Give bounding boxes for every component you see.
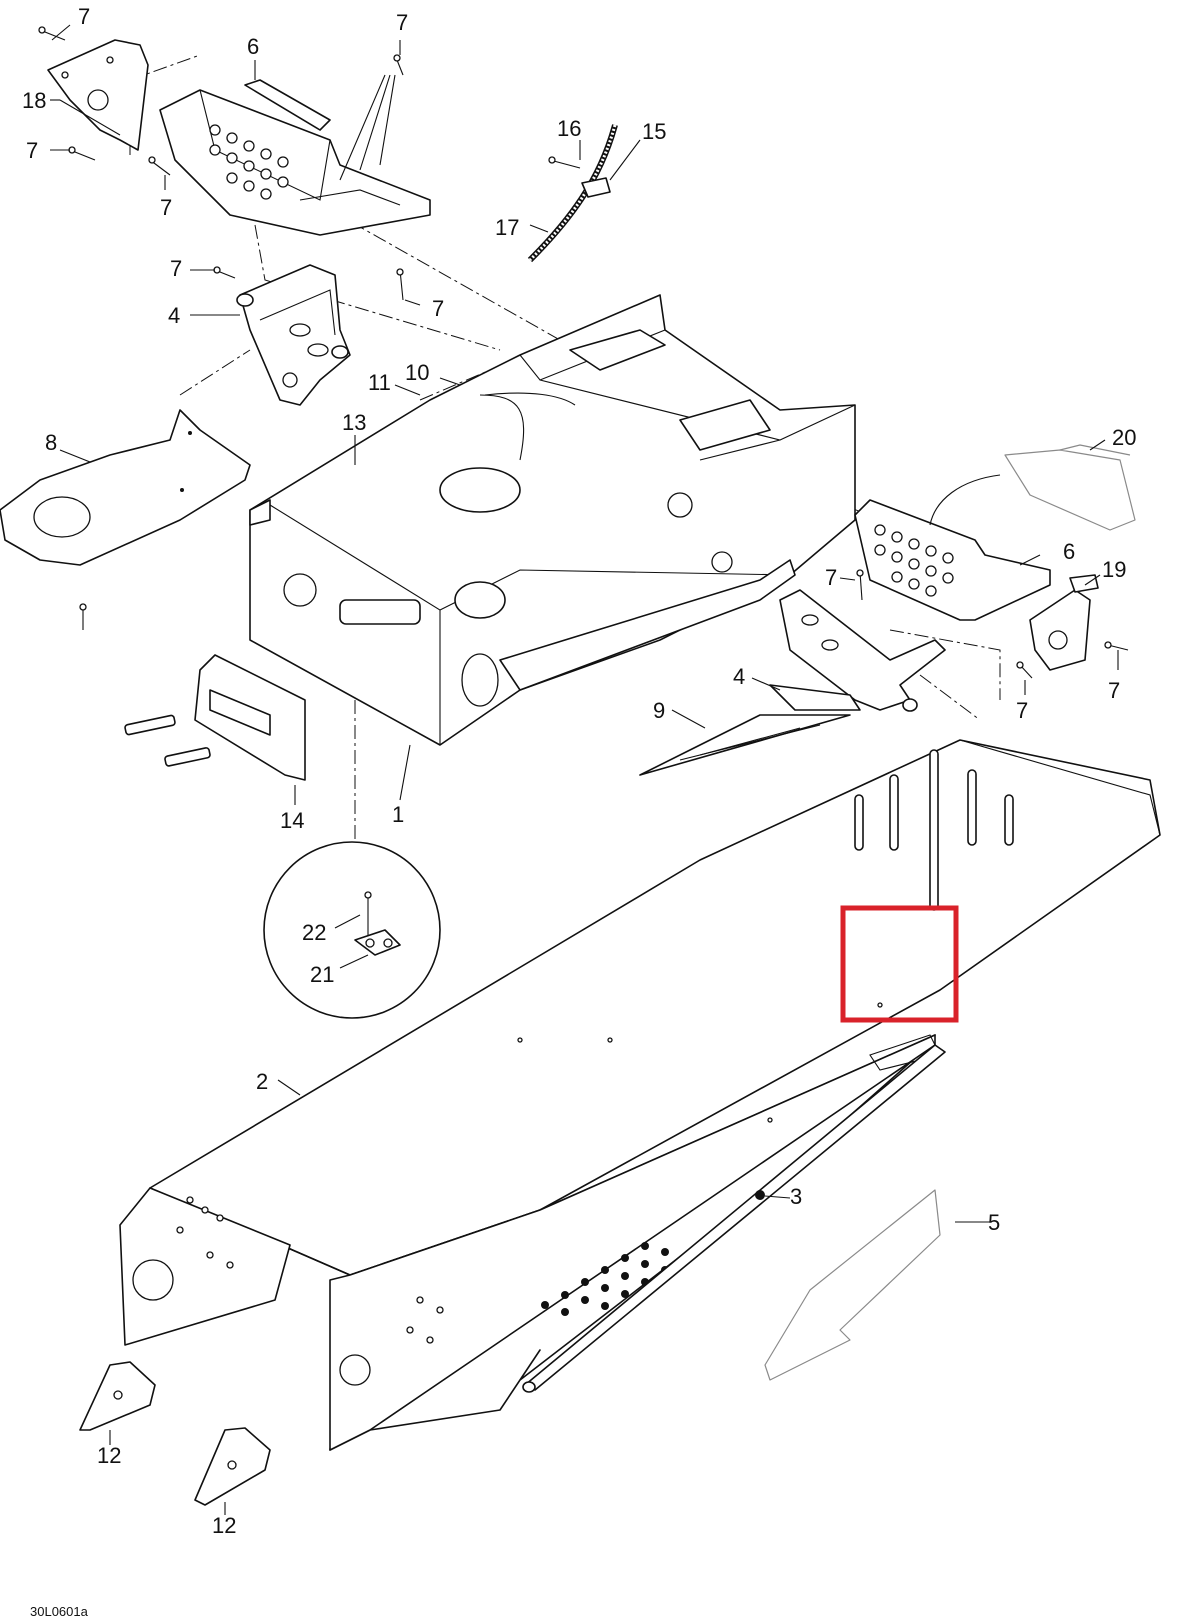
callout-4: 4 (168, 303, 180, 328)
footrest-6-holes (209, 124, 289, 200)
callout-21: 21 (310, 962, 334, 987)
tunnel-2 (119, 739, 1161, 1451)
bracket-20 (1004, 444, 1136, 531)
callout-15: 15 (642, 119, 666, 144)
steering-support-4-right (769, 589, 946, 712)
callout-4: 4 (733, 664, 745, 689)
callout-5: 5 (988, 1210, 1000, 1235)
tunnel-small-holes (176, 1002, 883, 1344)
bracket-18 (47, 39, 149, 151)
callout-9: 9 (653, 698, 665, 723)
bracket-5 (764, 1189, 941, 1381)
callout-7: 7 (432, 296, 444, 321)
callout-7: 7 (160, 195, 172, 220)
callout-22: 22 (302, 920, 326, 945)
callout-3: 3 (790, 1184, 802, 1209)
plate-12-upper (79, 1361, 156, 1431)
callout-labels: 7 6 7 18 7 7 16 15 17 7 7 4 10 11 13 8 2… (22, 4, 1136, 1619)
steering-support-4-top (236, 264, 351, 406)
footrest-6-right (854, 499, 1051, 621)
callout-8: 8 (45, 430, 57, 455)
bracket-19 (1029, 574, 1099, 671)
callout-7: 7 (396, 10, 408, 35)
callout-12: 12 (97, 1443, 121, 1468)
figure-id: 30L0601a (30, 1604, 89, 1619)
callout-12: 12 (212, 1513, 236, 1538)
callout-7: 7 (26, 138, 38, 163)
callout-13: 13 (342, 410, 366, 435)
callout-14: 14 (280, 808, 304, 833)
callout-18: 18 (22, 88, 46, 113)
detail-circle (263, 841, 441, 1019)
callout-7: 7 (1016, 698, 1028, 723)
cable-17 (527, 124, 618, 263)
callout-7: 7 (1108, 678, 1120, 703)
bracket-14 (124, 654, 306, 781)
callout-1: 1 (392, 802, 404, 827)
tunnel-rails (854, 749, 1014, 911)
highlight-box (840, 905, 959, 1023)
callout-7: 7 (170, 256, 182, 281)
callout-2: 2 (256, 1069, 268, 1094)
callout-10: 10 (405, 360, 429, 385)
callout-7: 7 (825, 565, 837, 590)
callout-20: 20 (1112, 425, 1136, 450)
plate-9 (639, 714, 851, 776)
footrest-6-top (159, 79, 431, 236)
callout-6: 6 (247, 34, 259, 59)
callout-6: 6 (1063, 539, 1075, 564)
callout-11: 11 (368, 370, 391, 395)
footrest-6-right-holes (874, 524, 954, 597)
callout-19: 19 (1102, 557, 1126, 582)
plate-12-lower (194, 1427, 271, 1506)
rail-3 (522, 1044, 946, 1393)
tunnel-vent-holes (541, 1242, 669, 1316)
callout-16: 16 (557, 116, 581, 141)
cover-8 (0, 409, 251, 566)
rivets-7 (38, 26, 1129, 679)
chassis-1 (249, 294, 856, 746)
callout-17: 17 (495, 215, 519, 240)
leader-lines (50, 24, 1119, 1515)
callout-7: 7 (78, 4, 90, 29)
